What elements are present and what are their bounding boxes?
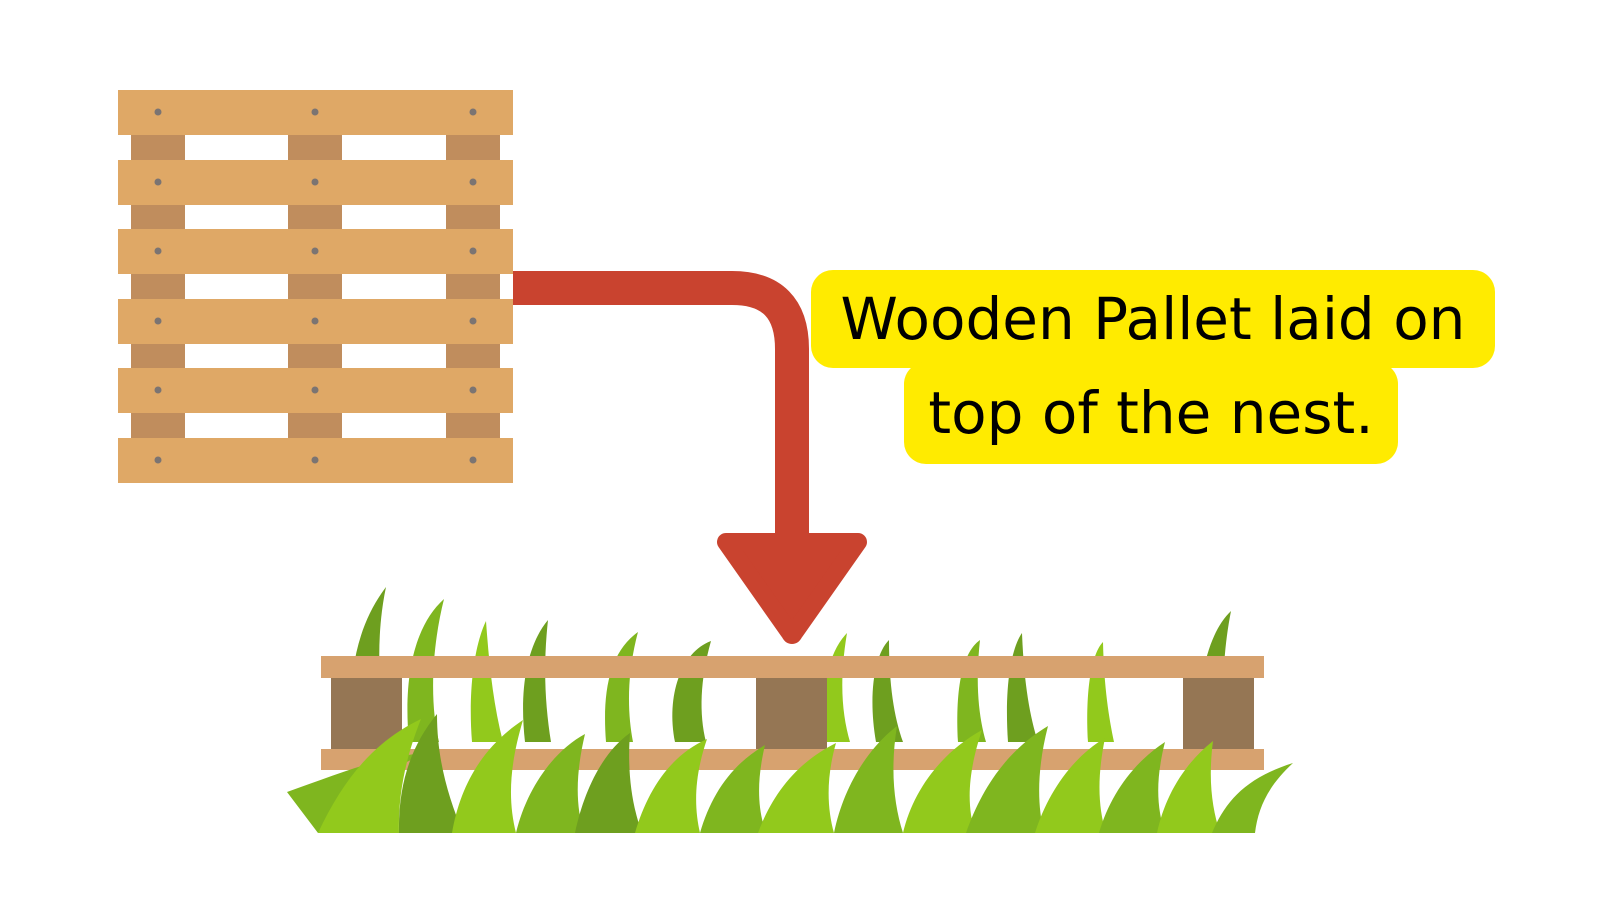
grass-front-blade bbox=[1157, 741, 1220, 833]
grass-front-blade bbox=[834, 726, 903, 833]
grass-back-blade bbox=[470, 621, 503, 742]
grass-back-blade bbox=[1006, 633, 1038, 742]
grass-back-blade bbox=[823, 633, 850, 742]
grass-front-blade bbox=[1212, 763, 1293, 833]
grass-front-blade bbox=[516, 734, 585, 833]
grass-front-blade bbox=[398, 714, 463, 833]
grass-icon bbox=[287, 714, 1293, 833]
side-pallet-right-block bbox=[1183, 674, 1254, 760]
grass-front-blade bbox=[318, 719, 421, 833]
wooden-pallet-side-view-icon bbox=[321, 656, 1264, 770]
grass-front-blade bbox=[1035, 738, 1106, 833]
grass-front-blade bbox=[575, 733, 642, 833]
curved-down-arrow-icon bbox=[513, 271, 867, 644]
grass-front-blade bbox=[903, 730, 982, 833]
callout-label-line-2: top of the nest. bbox=[904, 362, 1398, 464]
grass-back-blade bbox=[523, 620, 551, 742]
grass-front-blade bbox=[758, 743, 836, 833]
grass-back-blade bbox=[872, 640, 903, 742]
grass-front-blade bbox=[635, 739, 707, 833]
grass-front-blade bbox=[1099, 742, 1165, 833]
side-pallet-middle-block bbox=[756, 674, 827, 760]
callout-label-line-1: Wooden Pallet laid on bbox=[811, 270, 1495, 368]
grass-back-blade bbox=[957, 640, 986, 742]
wooden-pallet-top-view-icon bbox=[118, 90, 513, 483]
grass-back-blade bbox=[605, 632, 638, 742]
side-pallet-bottom-board bbox=[321, 749, 1264, 770]
grass-front-blade bbox=[966, 726, 1048, 833]
pallet-nails bbox=[154, 108, 477, 464]
pallet-blocks bbox=[131, 90, 500, 480]
grass-front-blade bbox=[700, 745, 766, 833]
grass-front-blade bbox=[452, 720, 523, 833]
side-pallet-top-board bbox=[321, 656, 1264, 678]
